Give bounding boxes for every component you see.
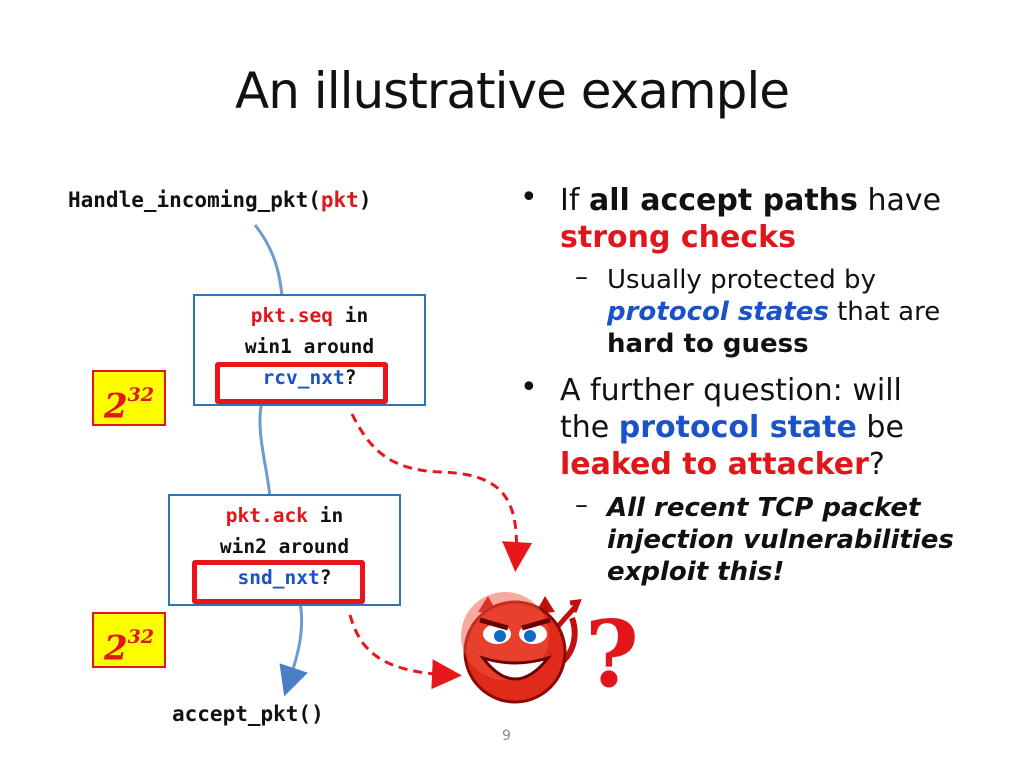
seq-question: ?	[344, 366, 357, 389]
leak-arrow-1	[350, 413, 533, 572]
ack-in: in	[307, 504, 344, 527]
function-name: Handle_incoming_pkt(	[68, 188, 321, 212]
badge-exp-2: 32	[127, 626, 155, 648]
search-space-badge-1: 232	[92, 370, 166, 426]
sub-bullet-1-bold: hard to guess	[607, 329, 809, 359]
accept-pkt-label: accept_pkt()	[172, 702, 324, 726]
snd-nxt-highlight	[192, 560, 365, 604]
question-mark: ?	[585, 600, 639, 708]
bullet-1-bold: all accept paths	[588, 183, 858, 218]
rcv-nxt: rcv_nxt	[262, 366, 345, 389]
function-close: )	[358, 188, 372, 212]
bullet-1-red: strong checks	[560, 220, 796, 255]
snd-nxt: snd_nxt	[237, 566, 320, 589]
badge-exp-1: 32	[127, 384, 155, 406]
function-param: pkt	[320, 188, 359, 212]
seq-in: in	[332, 304, 369, 327]
bullet-2-pre: the	[560, 410, 619, 445]
bullet-1-post: have	[857, 183, 942, 218]
ack-check-line-2: win2 around	[219, 535, 350, 558]
ack-question: ?	[319, 566, 332, 589]
page-number: 9	[502, 728, 511, 744]
bullet-2-red: leaked to attacker	[560, 447, 869, 482]
seq-check-line-1: pkt.seq in	[195, 304, 424, 327]
bullet-dot-1: •	[520, 180, 538, 215]
devil-face-icon	[461, 592, 582, 704]
slide-title: An illustrative example	[235, 62, 790, 120]
sub-dash-1: –	[575, 262, 588, 292]
badge-base-1: 2	[103, 386, 128, 427]
bullet-dot-2: •	[520, 370, 538, 405]
bullet-2-end: ?	[868, 447, 885, 482]
sub-bullet-2: All recent TCP packet injection vulnerab…	[607, 492, 954, 588]
sub-bullet-2-line2: injection vulnerabilities	[607, 525, 954, 555]
flow-arrow-3	[279, 601, 308, 697]
sub-dash-2: –	[575, 490, 588, 520]
ack-var: pkt.ack	[225, 504, 308, 527]
bullet-1-pre: If	[560, 183, 589, 218]
sub-bullet-1-after: that are	[828, 297, 941, 327]
sub-bullet-1-line1: Usually protected by	[607, 265, 876, 295]
sub-bullet-1: Usually protected by protocol states tha…	[607, 264, 940, 360]
bullet-2-post: be	[856, 410, 904, 445]
flow-arrow-1	[253, 224, 284, 297]
bullet-2-blue: protocol state	[618, 410, 857, 445]
badge-base-2: 2	[103, 628, 128, 669]
search-space-badge-2: 232	[92, 612, 166, 668]
bullet-2: A further question: will the protocol st…	[560, 372, 904, 483]
seq-check-line-3: rcv_nxt?	[195, 366, 424, 389]
seq-var: pkt.seq	[250, 304, 333, 327]
rcv-nxt-highlight	[215, 362, 388, 404]
sub-bullet-2-line1: All recent TCP packet	[607, 493, 921, 523]
ack-check-line-3: snd_nxt?	[170, 566, 399, 589]
flow-arrow-2	[258, 401, 272, 499]
ack-check-line-1: pkt.ack in	[170, 504, 399, 527]
sub-bullet-1-blue: protocol states	[607, 297, 829, 327]
leak-arrow-2	[348, 614, 462, 690]
seq-check-line-2: win1 around	[244, 335, 375, 358]
bullet-1: If all accept paths have strong checks	[560, 182, 941, 256]
bullet-2-line1: A further question: will	[560, 373, 902, 408]
sub-bullet-2-line3: exploit this!	[607, 557, 785, 587]
handler-function-label: Handle_incoming_pkt(pkt)	[68, 188, 371, 212]
